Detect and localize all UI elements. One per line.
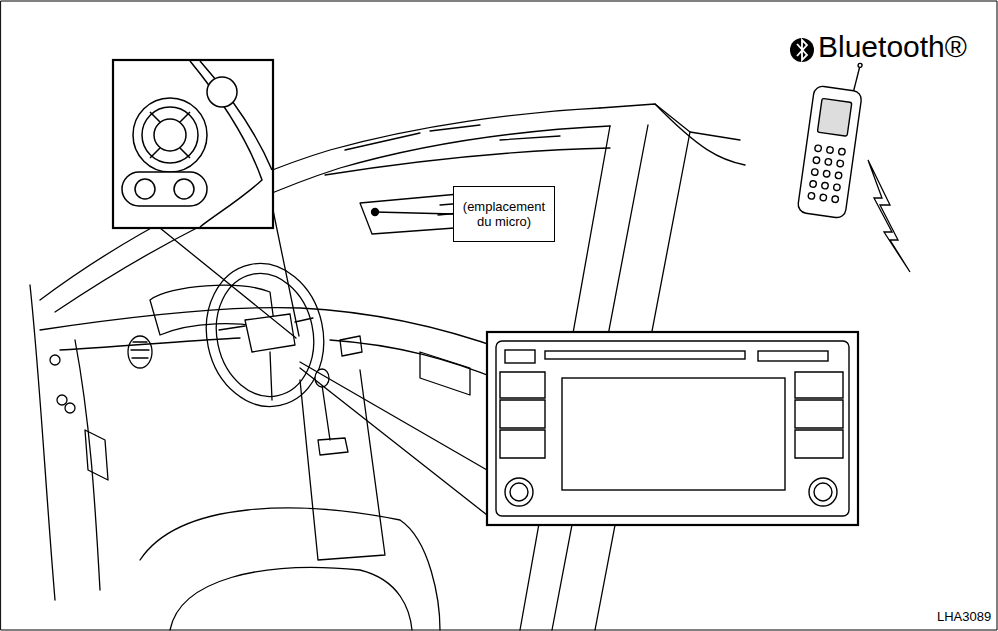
switch-button [174, 179, 194, 199]
knob [510, 483, 528, 501]
knob [505, 478, 533, 506]
steering-wheel [193, 253, 336, 418]
eject-button [505, 350, 535, 363]
seat [170, 568, 412, 631]
ring-segments [150, 112, 190, 158]
phone-keypad [808, 145, 846, 203]
preset-buttons [795, 372, 843, 458]
preset-buttons [500, 372, 545, 458]
leader-line [160, 210, 299, 338]
figure-code: LHA3089 [937, 609, 991, 624]
bezel-edge [200, 61, 272, 170]
door-button [50, 355, 60, 365]
control-ring [142, 107, 198, 163]
door [30, 285, 55, 600]
bluetooth-logo [790, 38, 814, 62]
inset-frame [487, 332, 858, 525]
knob [814, 483, 832, 501]
gear-shifter [318, 385, 348, 455]
door-handle [85, 430, 108, 480]
glovebox [420, 352, 470, 395]
steering-switch-inset [113, 60, 273, 228]
bluetooth-icon [790, 38, 814, 62]
dashboard [330, 340, 500, 380]
phone-switch [122, 172, 207, 206]
air-vent [128, 336, 152, 368]
cd-slot [545, 351, 745, 359]
leader-line [375, 212, 453, 214]
audio-unit [496, 341, 849, 516]
vent-slats [131, 342, 149, 358]
control-center [154, 119, 186, 151]
steering-spokes [219, 318, 313, 400]
signal-bolt [868, 160, 910, 272]
button [758, 351, 828, 361]
door-button [57, 395, 67, 405]
knob [809, 478, 837, 506]
callout-box: (emplacement du micro) [453, 186, 555, 242]
body-line [655, 104, 745, 165]
door-button [65, 403, 75, 413]
switch-button [135, 179, 155, 199]
inset-frame [113, 60, 273, 228]
air-vent [340, 336, 362, 356]
switch-button [207, 77, 237, 107]
center-console [300, 370, 385, 560]
windshield-top [325, 148, 610, 175]
callout-text: (emplacement du micro) [454, 199, 554, 229]
leader-line [300, 362, 487, 515]
control-ring [133, 98, 207, 172]
seat [140, 508, 440, 630]
mobile-phone [797, 58, 866, 219]
phone-body [797, 85, 862, 218]
audio-unit-inset [487, 332, 858, 525]
bluetooth-rune [797, 40, 807, 60]
phone-antenna [858, 63, 863, 68]
phone-screen [817, 98, 851, 136]
microphone-dot [372, 209, 379, 216]
steering-wheel [205, 264, 325, 405]
phone-antenna [853, 65, 860, 93]
roof-detail [345, 125, 560, 150]
steering-hub [245, 314, 295, 352]
display-screen [562, 378, 785, 490]
brand-logo-text: Bluetooth® [818, 30, 967, 64]
